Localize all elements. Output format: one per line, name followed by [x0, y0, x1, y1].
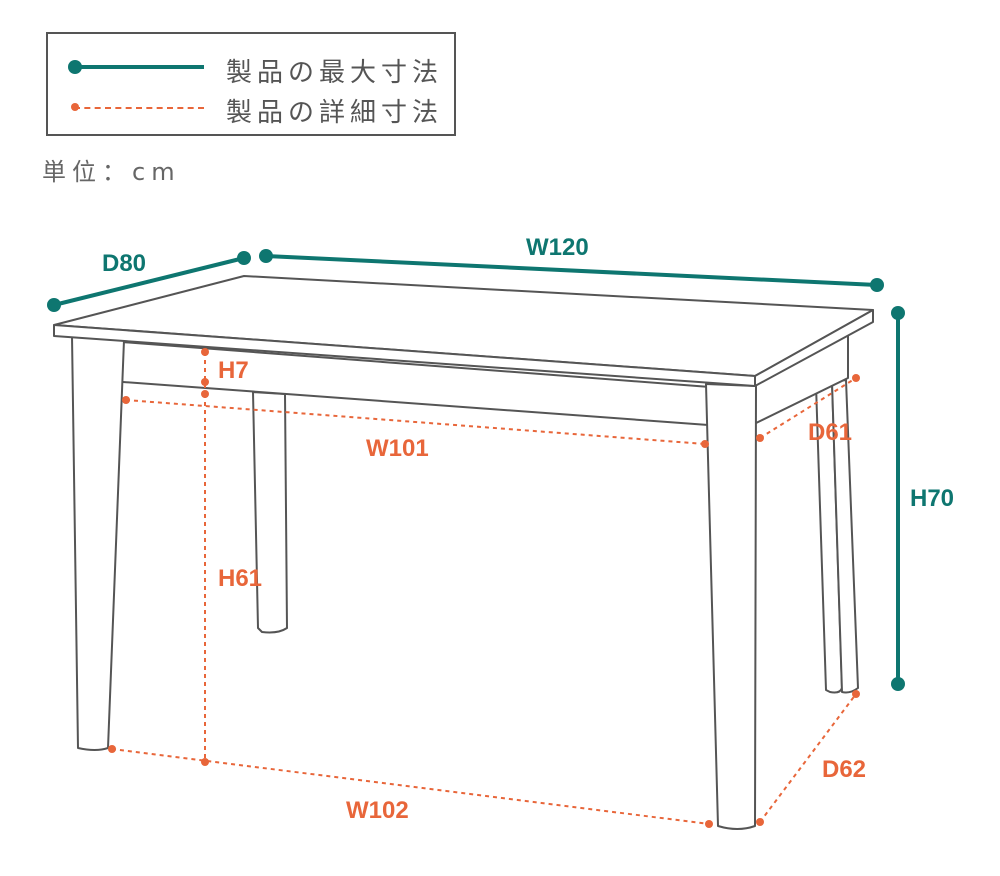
detail-dimensions	[111, 352, 857, 825]
apron-depth-label: D61	[808, 419, 852, 446]
detail-dimension-dots	[108, 348, 860, 828]
depth-max-label: D80	[102, 250, 146, 277]
apron-height-label: H7	[218, 357, 249, 384]
unit-label: 単位：cm	[42, 158, 181, 186]
leg-depth-end-dot-icon	[852, 690, 860, 698]
depth-max-end-dot-icon	[237, 251, 251, 265]
leg-width-end-dot-icon	[705, 820, 713, 828]
width-max-start-dot-icon	[259, 249, 273, 263]
height-max-start-dot-icon	[891, 306, 905, 320]
legend-solid-line	[74, 65, 204, 69]
apron-width-start-dot-icon	[122, 396, 130, 404]
apron-depth-end-dot-icon	[852, 374, 860, 382]
apron-width-label: W101	[366, 435, 429, 462]
leg-height-top-dot-icon	[201, 390, 209, 398]
leg-depth-start-dot-icon	[756, 818, 764, 826]
leg-depth-line	[759, 693, 857, 823]
leg-width-label: W102	[346, 797, 409, 824]
apron-width-line	[125, 399, 706, 445]
apron-depth-line	[759, 377, 857, 439]
width-max-label: W120	[526, 234, 589, 261]
back-right-leg-side	[831, 379, 859, 694]
leg-width-start-dot-icon	[108, 745, 116, 753]
apron-height-top-dot-icon	[201, 348, 209, 356]
legend-max-label: 製品の最大寸法	[226, 58, 444, 88]
back-left-leg	[252, 391, 288, 634]
apron-height-bottom-dot-icon	[201, 378, 209, 386]
width-max-line	[264, 254, 879, 287]
leg-height-label: H61	[218, 565, 262, 592]
legend-dotted-line	[74, 107, 204, 109]
apron-width-end-dot-icon	[701, 440, 709, 448]
leg-height-bottom-dot-icon	[201, 758, 209, 766]
max-dimension-dots	[47, 249, 905, 691]
legend-row-max: 製品の最大寸法	[48, 48, 454, 88]
leg-depth-label: D62	[822, 756, 866, 783]
tabletop-side-edge	[754, 309, 874, 387]
depth-max-start-dot-icon	[47, 298, 61, 312]
front-left-leg	[71, 335, 125, 751]
height-max-label: H70	[910, 485, 954, 512]
depth-max-line	[52, 256, 246, 307]
legend-row-detail: 製品の詳細寸法	[48, 88, 454, 128]
height-max-end-dot-icon	[891, 677, 905, 691]
legend-teal-dot-icon	[68, 60, 82, 74]
legend-orange-dot-icon	[71, 103, 79, 111]
table-illustration	[53, 275, 874, 830]
max-dimensions	[52, 254, 900, 686]
apron-depth-start-dot-icon	[756, 434, 764, 442]
front-right-leg	[705, 383, 757, 830]
legend-box: 製品の最大寸法 製品の詳細寸法	[46, 32, 456, 136]
legend-detail-label: 製品の詳細寸法	[226, 98, 444, 128]
width-max-end-dot-icon	[870, 278, 884, 292]
